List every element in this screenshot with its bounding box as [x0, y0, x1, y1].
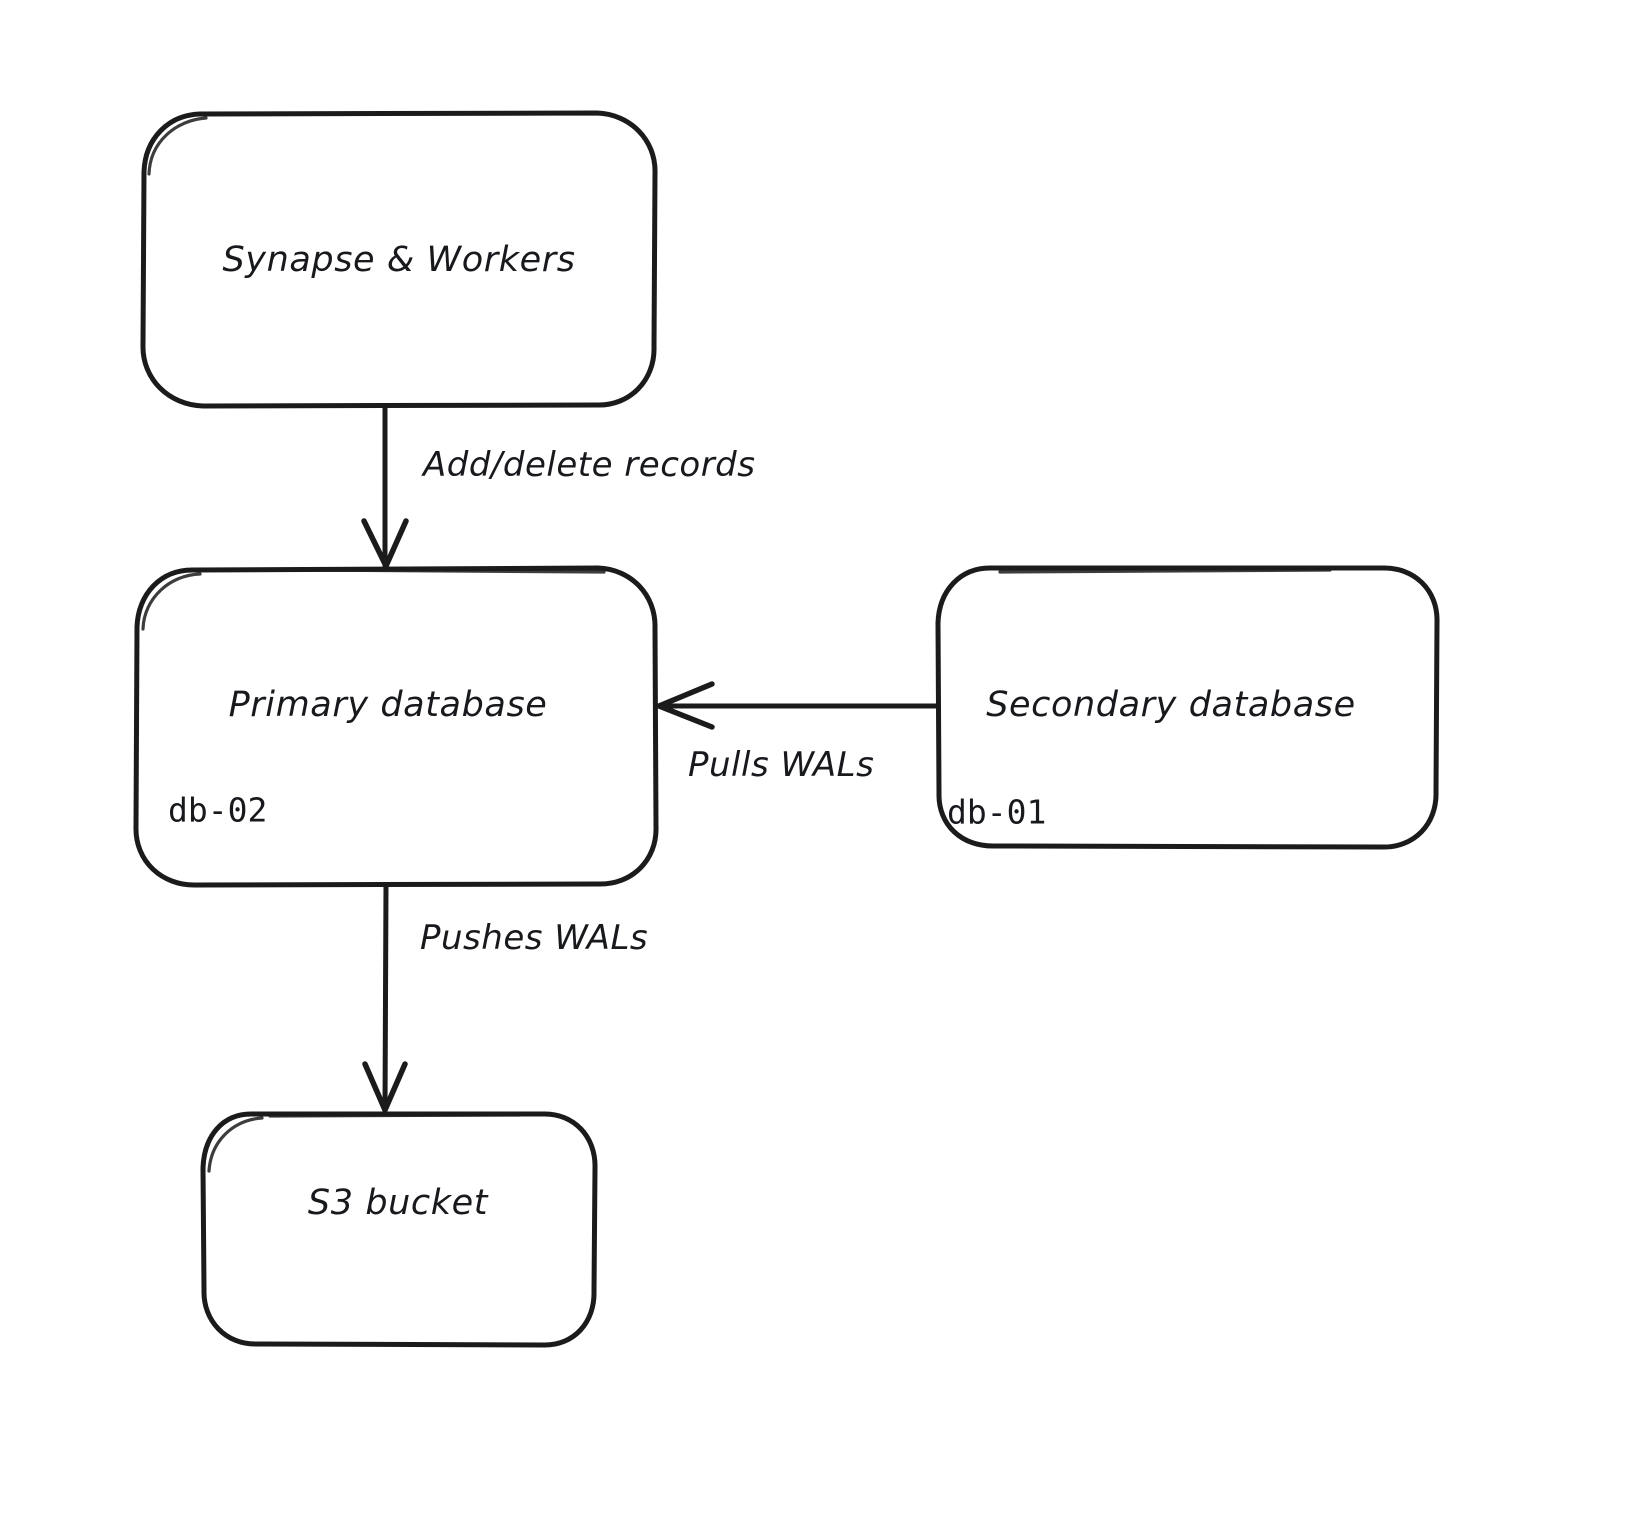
- node-sublabel-secondary-database: db-01: [947, 792, 1047, 832]
- node-label-primary-database: Primary database: [228, 685, 548, 725]
- node-s3-bucket[interactable]: [200, 1111, 598, 1348]
- node-label-s3-bucket: S3 bucket: [307, 1183, 489, 1223]
- edge-label-pulls-wals: Pulls WALs: [688, 745, 875, 785]
- node-sublabel-primary-database: db-02: [168, 790, 268, 830]
- node-synapse-workers[interactable]: [140, 110, 658, 409]
- node-label-synapse-workers: Synapse & Workers: [222, 240, 576, 280]
- edge-label-pushes-wals: Pushes WALs: [420, 918, 649, 958]
- edge-synapse-to-primary: [361, 403, 409, 569]
- edge-label-add-delete-records: Add/delete records: [423, 445, 756, 485]
- edge-primary-to-s3: [362, 882, 408, 1113]
- edge-secondary-to-primary: [656, 681, 939, 730]
- node-label-secondary-database: Secondary database: [986, 685, 1356, 725]
- node-primary-database[interactable]: [133, 565, 659, 888]
- node-secondary-database[interactable]: [935, 565, 1440, 850]
